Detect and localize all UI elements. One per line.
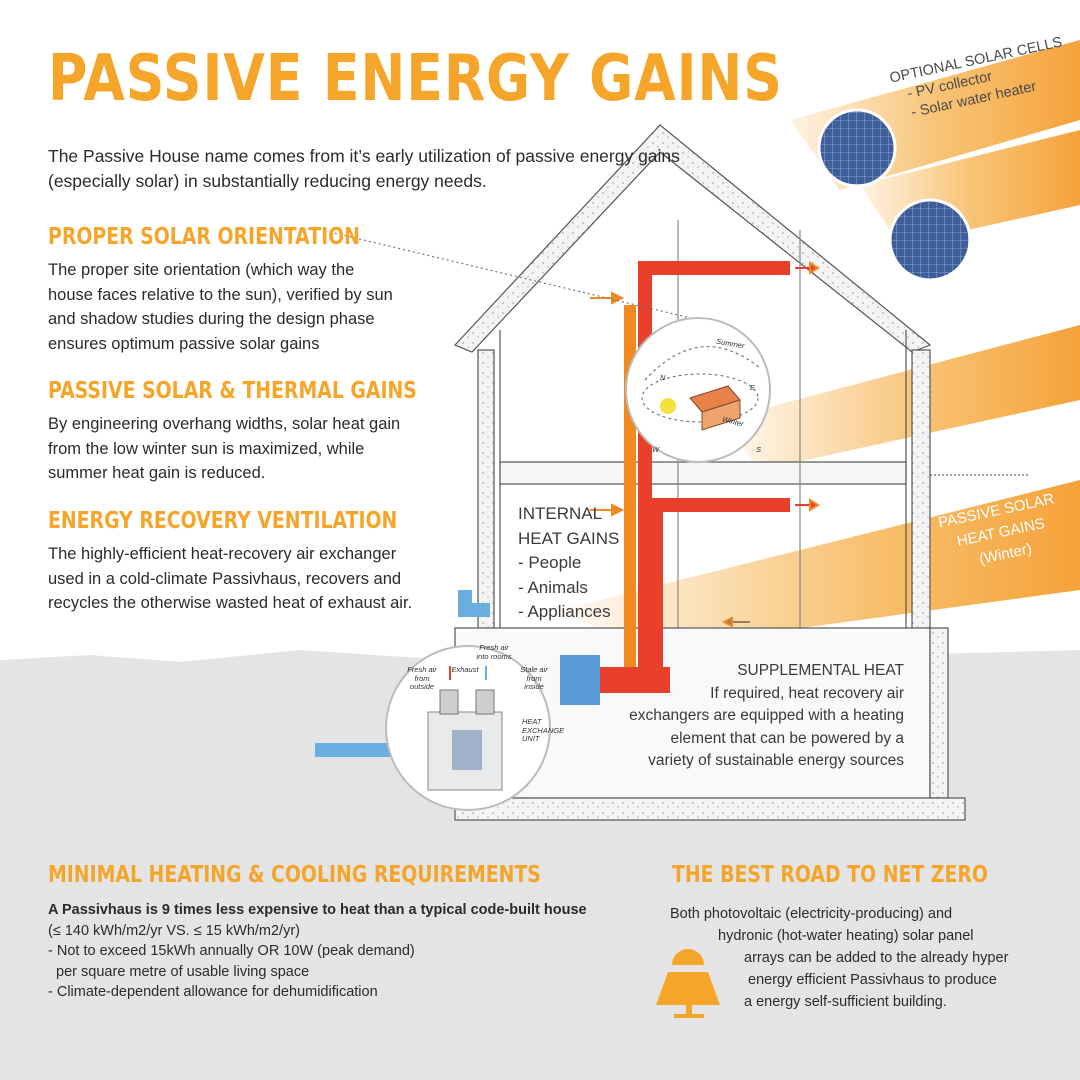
section-energy-recovery: ENERGY RECOVERY VENTILATION The highly-e… bbox=[48, 506, 474, 616]
orientation-circle bbox=[625, 317, 771, 463]
supplemental-heat-label: SUPPLEMENTAL HEAT If required, heat reco… bbox=[600, 660, 904, 773]
solar-ray-upper-low bbox=[720, 325, 1080, 470]
orbit-n-label: N bbox=[660, 373, 666, 382]
label-line: exchangers are equipped with a heating bbox=[629, 707, 904, 724]
section-line: By engineering overhang widths, solar he… bbox=[48, 415, 401, 433]
label-heading: HEAT GAINS bbox=[518, 528, 620, 548]
minimal-line: per square metre of usable living space bbox=[48, 963, 310, 980]
orbit-s-label: S bbox=[756, 445, 762, 454]
arrows bbox=[590, 261, 820, 628]
hrv-exhaust-label: Exhaust bbox=[451, 665, 479, 674]
net-zero-line: Both photovoltaic (electricity-producing… bbox=[670, 906, 953, 922]
label-line: variety of sustainable energy sources bbox=[648, 752, 904, 769]
orbit-w-label: W bbox=[652, 445, 660, 454]
solar-panel-sun-icon bbox=[656, 949, 720, 1018]
pv-panel-lower bbox=[888, 198, 972, 282]
section-line: recycles the otherwise wasted heat of ex… bbox=[48, 594, 413, 612]
hrv-unit-label: HEAT EXCHANGE UNIT bbox=[522, 717, 565, 743]
label-line: If required, heat recovery air bbox=[710, 684, 904, 702]
minimal-bold-line: A Passivhaus is 9 times less expensive t… bbox=[48, 902, 587, 918]
section-heading: THE BEST ROAD TO NET ZERO bbox=[672, 862, 988, 888]
label-item: - People bbox=[518, 553, 582, 572]
section-line: house faces relative to the sun), verifi… bbox=[48, 285, 393, 304]
section-line: and shadow studies during the design pha… bbox=[48, 310, 375, 328]
net-zero-text: Both photovoltaic (electricity-producing… bbox=[600, 903, 1040, 1013]
ventilation-ducts bbox=[315, 261, 790, 757]
solar-ray-low bbox=[560, 480, 1080, 650]
net-zero-line: hydronic (hot-water heating) solar panel bbox=[718, 928, 974, 944]
section-line: ensures optimum passive solar gains bbox=[48, 334, 320, 353]
net-zero-line: a energy self-sufficient building. bbox=[744, 994, 947, 1010]
net-zero-section: THE BEST ROAD TO NET ZERO bbox=[672, 860, 1057, 890]
net-zero-line: arrays can be added to the already hyper bbox=[744, 950, 1009, 966]
label-item: - Animals bbox=[518, 577, 588, 597]
hrv-unit-circle bbox=[385, 645, 551, 811]
minimal-line: (≤ 140 kWh/m2/yr VS. ≤ 15 kWh/m2/yr) bbox=[48, 922, 300, 939]
page-title: PASSIVE ENERGY GAINS bbox=[48, 42, 783, 116]
minimal-line: - Not to exceed 15kWh annually OR 10W (p… bbox=[48, 943, 415, 959]
section-line: The proper site orientation (which way t… bbox=[48, 261, 355, 279]
pv-panel-upper bbox=[817, 108, 897, 188]
section-line: used in a cold-climate Passivhaus, recov… bbox=[48, 569, 402, 588]
section-line: summer heat gain is reduced. bbox=[48, 464, 266, 482]
net-zero-line: energy efficient Passivhaus to produce bbox=[748, 972, 997, 988]
section-thermal-gains: PASSIVE SOLAR & THERMAL GAINS By enginee… bbox=[48, 376, 498, 486]
intro-text: The Passive House name comes from it’s e… bbox=[48, 146, 680, 191]
label-heading: SUPPLEMENTAL HEAT bbox=[737, 662, 904, 679]
label-heading: INTERNAL bbox=[518, 504, 603, 523]
minimal-requirements-section: MINIMAL HEATING & COOLING REQUIREMENTS A… bbox=[48, 860, 649, 1003]
hrv-stale-air-label: Stale air from inside bbox=[520, 665, 548, 691]
section-heading: PROPER SOLAR ORIENTATION bbox=[48, 224, 360, 250]
hrv-fresh-outside-label: Fresh air from outside bbox=[407, 665, 437, 691]
label-item: - Appliances bbox=[518, 602, 611, 621]
pointer-line bbox=[329, 231, 721, 326]
section-line: The highly-efficient heat-recovery air e… bbox=[48, 545, 397, 563]
section-line: from the low winter sun is maximized, wh… bbox=[48, 439, 365, 458]
section-solar-orientation: PROPER SOLAR ORIENTATION The proper site… bbox=[48, 222, 428, 356]
sun-icon bbox=[660, 398, 676, 414]
section-heading: ENERGY RECOVERY VENTILATION bbox=[48, 508, 398, 534]
section-heading: MINIMAL HEATING & COOLING REQUIREMENTS bbox=[48, 862, 541, 888]
internal-heat-gains-label: INTERNAL HEAT GAINS - People - Animals -… bbox=[518, 502, 619, 625]
minimal-line: - Climate-dependent allowance for dehumi… bbox=[48, 984, 378, 1000]
section-heading: PASSIVE SOLAR & THERMAL GAINS bbox=[48, 378, 417, 404]
orbit-e-label: E bbox=[750, 383, 756, 392]
label-line: element that can be powered by a bbox=[670, 729, 904, 747]
hrv-fresh-rooms-label: Fresh air into rooms bbox=[476, 643, 512, 661]
